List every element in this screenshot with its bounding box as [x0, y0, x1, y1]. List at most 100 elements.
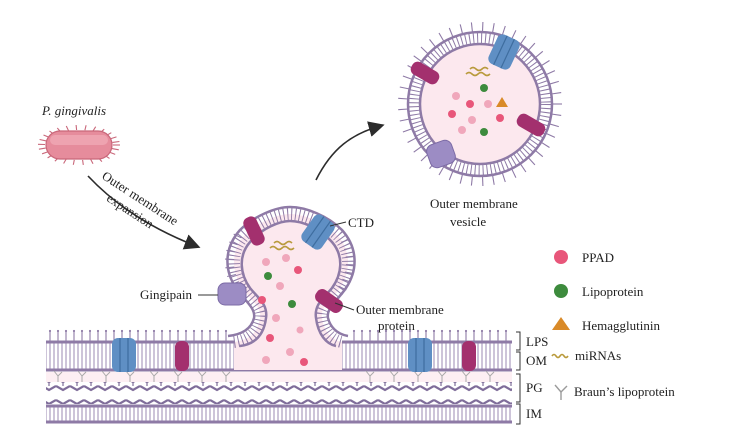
lps-spike-tip	[160, 329, 164, 333]
braun-lipoprotein-icon	[221, 370, 231, 382]
lps-spike	[341, 238, 350, 243]
legend-label-braun: Braun’s lipoprotein	[574, 384, 675, 399]
lps-spike-tip	[440, 329, 444, 333]
lps-spike	[540, 141, 550, 148]
lps-spike	[82, 159, 84, 165]
wavy-line-icon	[551, 353, 569, 359]
lps-spike	[549, 123, 559, 128]
lps-spike-tip	[96, 329, 100, 333]
lps-spike	[38, 147, 46, 150]
ppad-particle	[452, 92, 460, 100]
lps-spike	[438, 32, 445, 42]
braun-lipoprotein-icon	[461, 370, 471, 382]
vesicle-cargo	[448, 66, 508, 136]
ppad-particle	[282, 254, 290, 262]
braun-lipoprotein-icon	[485, 370, 495, 382]
membrane-bleb	[217, 205, 356, 370]
lps-spike	[65, 125, 69, 131]
lps-spike	[429, 39, 437, 48]
omp-magenta-left	[175, 341, 189, 371]
ppad-particle	[276, 282, 284, 290]
lps-spike	[344, 271, 354, 275]
lps-spike-tip	[408, 329, 412, 333]
lps-spike	[540, 60, 550, 67]
lps-spike-tip	[368, 329, 372, 333]
omp-blue-right	[408, 338, 432, 372]
lps-spike-tip	[424, 329, 428, 333]
lps-spike	[72, 159, 75, 165]
ppad-particle	[266, 334, 274, 342]
braun-lipoprotein-icon	[389, 370, 399, 382]
lps-spikes	[48, 329, 508, 342]
omp-protein-bleb-right	[315, 289, 343, 313]
legend-label-mirnas: miRNAs	[575, 348, 621, 363]
lps-spike	[420, 46, 429, 55]
lps-spike-tip	[80, 329, 84, 333]
lps-spike-tip	[392, 329, 396, 333]
lps-spike-tip	[416, 329, 420, 333]
lps-spike-tip	[480, 329, 484, 333]
lps-spike	[534, 50, 544, 59]
lps-spike	[527, 42, 536, 51]
lps-spike-tip	[168, 329, 172, 333]
lps-spike	[519, 163, 527, 173]
lps-spike	[63, 158, 67, 164]
ctd-label: CTD	[348, 215, 374, 230]
lps-spike-tip	[504, 329, 508, 333]
lps-spike-tip	[112, 329, 116, 333]
outer-membrane-vesicle	[398, 21, 562, 187]
braun-lipoprotein-icon	[101, 370, 111, 382]
braun-lipoprotein-icon	[53, 370, 63, 382]
y-shape-icon	[554, 384, 568, 400]
ppad-particle	[258, 296, 266, 304]
braun-lipoprotein-icon	[77, 370, 87, 382]
lps-spike	[233, 233, 242, 239]
lps-spike	[84, 125, 87, 131]
lps-spike	[511, 168, 517, 178]
lps-spike	[345, 255, 355, 258]
lps-spike	[420, 153, 429, 162]
orange-triangle-icon	[552, 317, 570, 330]
lps-spike	[75, 124, 78, 131]
lps-spike-tip	[400, 329, 404, 333]
braun-lipoprotein-icon	[197, 370, 207, 382]
ppad-particle	[484, 100, 492, 108]
layer-label-lps: LPS	[526, 334, 548, 349]
lps-spike-tip	[192, 329, 196, 333]
lps-spike-tip	[152, 329, 156, 333]
lps-spike	[342, 278, 351, 283]
vesicle-label-line1: Outer membrane	[430, 196, 518, 211]
lps-spike-tip	[104, 329, 108, 333]
lps-spike	[448, 170, 454, 181]
lps-spike	[551, 92, 562, 95]
lps-spike	[501, 25, 506, 36]
lps-spike-tip	[456, 329, 460, 333]
lps-spike	[227, 273, 237, 278]
lps-spike-tip	[464, 329, 468, 333]
omp-protein-bleb-top	[243, 216, 265, 246]
ppad-particle	[300, 358, 308, 366]
vesicle-gingipain	[426, 139, 456, 169]
braun-lipoproteins	[53, 370, 495, 382]
lps-spike-tip	[360, 329, 364, 333]
lps-spike-tip	[208, 329, 212, 333]
lps-spike-tip	[88, 329, 92, 333]
lipoprotein-particle	[480, 128, 488, 136]
outer-membrane-left	[46, 342, 234, 370]
lps-spike	[527, 157, 536, 166]
omp-magenta-right	[462, 341, 476, 371]
lps-spike	[459, 173, 464, 184]
inner-membrane	[46, 406, 512, 422]
ppad-particle	[262, 258, 270, 266]
lps-spike	[229, 241, 238, 246]
lps-spike-tip	[72, 329, 76, 333]
legend-label-lipoprotein: Lipoprotein	[582, 284, 644, 299]
green-circle-icon	[554, 284, 568, 298]
lps-spike-tip	[432, 329, 436, 333]
ppad-particle	[294, 266, 302, 274]
lipoprotein-particle	[288, 300, 296, 308]
ppad-particle	[296, 326, 304, 334]
braun-lipoprotein-icon	[173, 370, 183, 382]
bleb-lps-spikes	[225, 233, 355, 293]
